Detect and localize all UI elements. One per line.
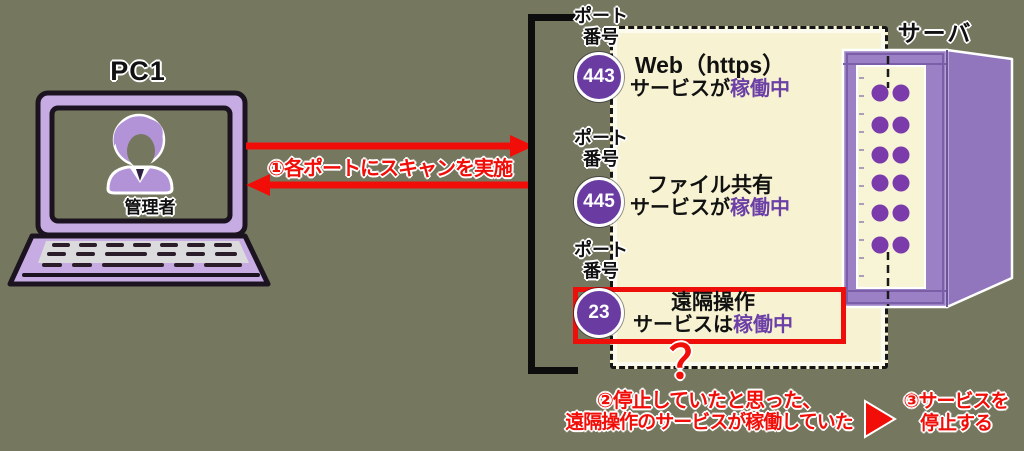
service-445-status: 稼働中 [730, 197, 790, 219]
laptop-illustration [7, 90, 271, 287]
server-vents [859, 77, 864, 277]
ports-bracket-top [528, 14, 578, 21]
service-23-name: 遠隔操作 [671, 291, 755, 314]
port-number-label-443: ポート 番号 [574, 6, 628, 47]
server-port-dots [871, 84, 910, 254]
server-label: サーバ [897, 20, 973, 46]
administrator-label: 管理者 [124, 198, 176, 217]
service-23: 遠隔操作 サービスは稼働中 [613, 291, 813, 337]
service-445: ファイル共有 サービスが稼働中 [610, 174, 810, 220]
arrow-right-head-icon [510, 135, 534, 157]
server-side [945, 48, 1014, 309]
server-front-panel [856, 65, 926, 289]
finding-text: ②停止していたと思った、 遠隔操作のサービスが稼働していた [565, 390, 853, 434]
question-mark: ？ [669, 336, 715, 388]
port-number-label-445: ポート 番号 [574, 128, 628, 169]
scan-step-label: ①各ポートにスキャンを実施 [268, 158, 513, 180]
service-443-name: Web（https） [634, 52, 786, 78]
arrow-left-head-icon [246, 174, 270, 196]
port-443-circle: 443 [574, 52, 624, 102]
service-23-status: 稼働中 [733, 314, 793, 336]
pc-title: PC1 [110, 56, 166, 86]
service-443-status: 稼働中 [730, 78, 790, 100]
ports-bracket-bottom [528, 367, 578, 374]
port-445-circle: 445 [574, 177, 624, 227]
ports-bracket-vertical [528, 14, 535, 374]
administrator-avatar-icon [106, 113, 174, 195]
action-text: ③サービスを 停止する [903, 391, 1009, 434]
service-445-name: ファイル共有 [647, 174, 773, 197]
laptop-keys [42, 243, 242, 267]
action-arrow-icon [864, 399, 897, 439]
scan-arrows-icon [246, 135, 534, 196]
server-illustration [841, 48, 1014, 309]
port-number-label-23: ポート 番号 [574, 240, 628, 281]
service-443: Web（https） サービスが稼働中 [610, 52, 810, 101]
port-23-circle: 23 [574, 288, 624, 338]
